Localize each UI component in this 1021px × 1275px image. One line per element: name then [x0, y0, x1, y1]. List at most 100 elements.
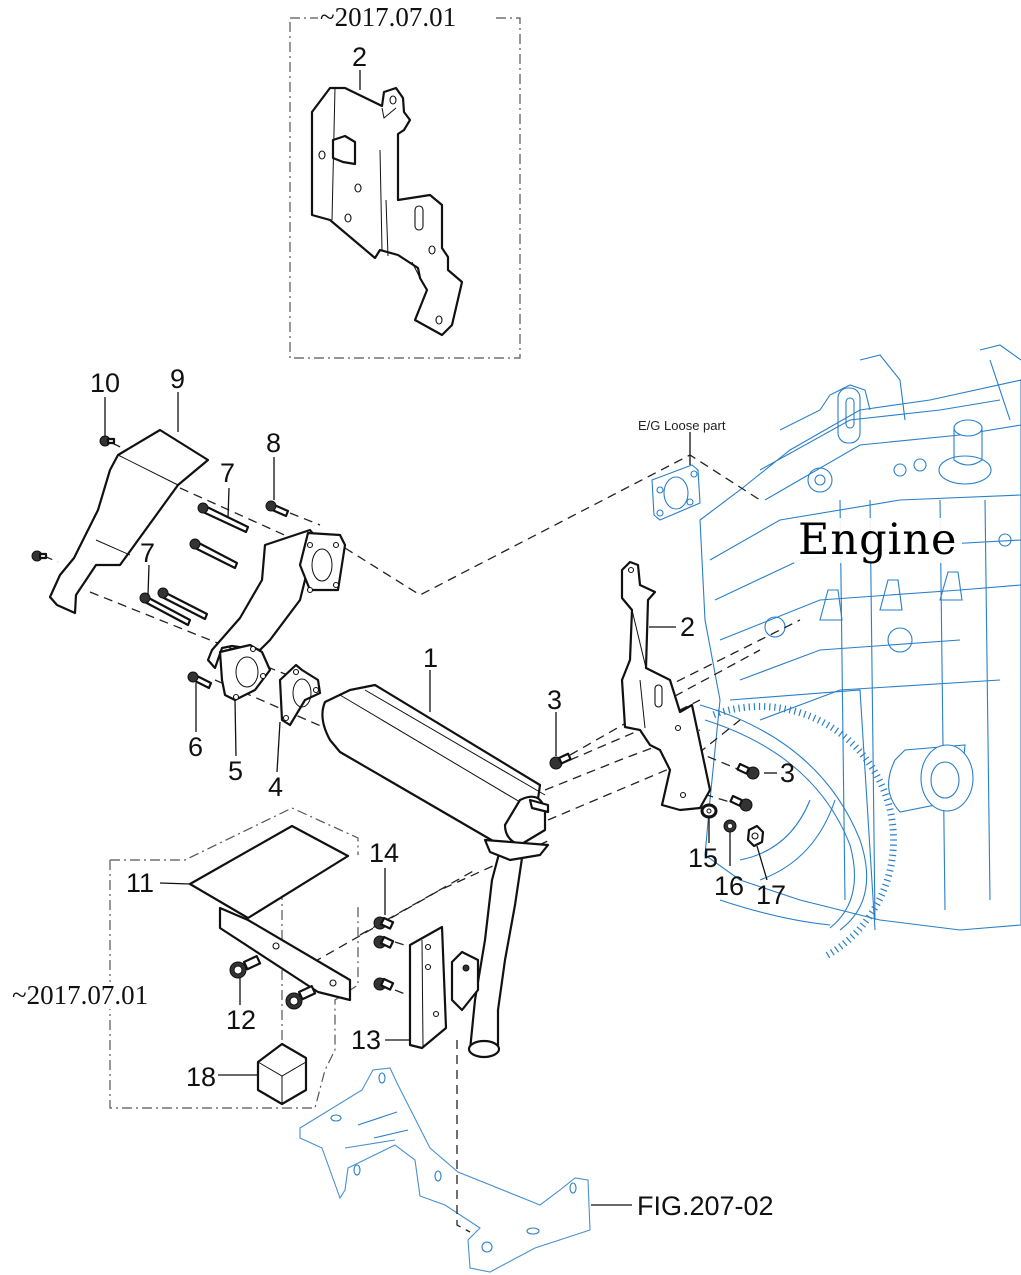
gear-tooth — [868, 910, 876, 916]
gasket-4[interactable] — [278, 663, 322, 727]
gear-tooth — [829, 948, 835, 956]
gear-tooth — [807, 712, 812, 720]
callout-12[interactable]: 12 — [226, 1005, 257, 1035]
callout-16[interactable]: 16 — [714, 871, 745, 901]
gear-tooth — [885, 873, 893, 877]
gear-tooth — [887, 813, 895, 816]
gear-tooth — [889, 823, 897, 826]
heat-shield-9[interactable] — [48, 428, 210, 615]
bolt-3-right[interactable] — [736, 762, 760, 780]
callout-6[interactable]: 6 — [188, 732, 204, 762]
gear-tooth — [885, 803, 893, 807]
inset-box-top — [289, 17, 521, 359]
bolt-10-lower[interactable] — [31, 550, 48, 562]
gear-tooth — [717, 709, 721, 717]
bolt-10[interactable] — [99, 435, 116, 447]
engine-gasket[interactable] — [651, 464, 701, 521]
bolt-14[interactable] — [373, 916, 395, 991]
gear-tooth — [878, 783, 886, 788]
bolt-12-lower[interactable] — [285, 984, 317, 1010]
gear-tooth — [783, 705, 787, 713]
bracket-13[interactable] — [408, 925, 480, 1050]
gear-tooth — [856, 748, 863, 754]
bolt-3-left[interactable] — [549, 752, 572, 770]
gear-tooth — [845, 737, 852, 744]
gear-tooth — [883, 798, 891, 802]
exhaust-pipe-5[interactable] — [206, 528, 347, 702]
callout-5[interactable]: 5 — [228, 756, 244, 786]
gear-tooth — [888, 859, 896, 862]
gear-tooth — [812, 714, 817, 722]
gear-tooth — [834, 946, 840, 953]
washer-15[interactable] — [700, 803, 718, 819]
bolt-3-lower[interactable] — [729, 794, 753, 812]
gear-tooth — [882, 883, 890, 887]
callout-9[interactable]: 9 — [170, 364, 186, 394]
gear-tooth — [888, 818, 896, 821]
loose-part-label: E/G Loose part — [638, 418, 726, 433]
callout-1[interactable]: 1 — [423, 643, 439, 673]
callout-8[interactable]: 8 — [266, 428, 282, 458]
gear-tooth — [743, 703, 746, 711]
gear-tooth — [793, 707, 797, 715]
gear-tooth — [880, 788, 888, 792]
gear-tooth — [803, 710, 807, 718]
bracket-2-main[interactable] — [620, 560, 712, 812]
gear-tooth — [821, 719, 826, 726]
bolt-12[interactable] — [229, 954, 262, 979]
callout-2-inset[interactable]: 2 — [352, 42, 368, 72]
muffler-1[interactable] — [321, 683, 550, 1059]
bolt-6[interactable] — [187, 671, 213, 690]
gear-tooth — [886, 869, 894, 872]
gear-tooth — [838, 730, 844, 737]
gear-tooth — [876, 897, 883, 902]
engine-illustration — [699, 344, 1021, 931]
gear-tooth — [886, 808, 894, 811]
figure-reference-link[interactable]: FIG.207-02 — [637, 1191, 774, 1221]
gear-tooth — [842, 940, 848, 947]
callout-13[interactable]: 13 — [351, 1025, 382, 1055]
bolt-7-lower[interactable] — [139, 587, 209, 627]
callout-17[interactable]: 17 — [756, 880, 787, 910]
callout-11[interactable]: 11 — [126, 868, 155, 898]
gear-tooth — [732, 705, 736, 713]
gear-tooth — [768, 703, 771, 711]
callout-10[interactable]: 10 — [90, 368, 121, 398]
bolt-7-upper[interactable] — [189, 502, 250, 570]
callout-14[interactable]: 14 — [369, 838, 400, 868]
rubber-block-18[interactable] — [256, 1042, 308, 1106]
gear-tooth — [722, 707, 726, 715]
gear-tooth — [748, 703, 751, 711]
callout-7-upper[interactable]: 7 — [220, 458, 236, 488]
cover-plate-11[interactable] — [188, 824, 352, 1002]
callout-3-left[interactable]: 3 — [547, 685, 563, 715]
gear-tooth — [873, 773, 881, 779]
date-note-left: ~2017.07.01 — [10, 980, 151, 1010]
gear-tooth — [859, 752, 866, 758]
callout-18[interactable]: 18 — [186, 1062, 217, 1092]
washer-16[interactable] — [723, 819, 737, 833]
callout-3-right[interactable]: 3 — [780, 758, 796, 788]
callout-2-main[interactable]: 2 — [680, 612, 696, 642]
gear-tooth — [712, 711, 717, 719]
nut-17[interactable] — [746, 824, 765, 848]
gear-tooth — [842, 733, 848, 740]
gear-tooth — [862, 918, 870, 924]
gear-tooth — [849, 933, 856, 940]
gear-tooth — [856, 926, 863, 932]
gear-tooth — [859, 922, 866, 928]
gear-tooth — [727, 706, 731, 714]
callout-4[interactable]: 4 — [268, 772, 284, 802]
gear-tooth — [873, 901, 881, 907]
gear-tooth — [853, 744, 859, 751]
callout-7-lower[interactable]: 7 — [140, 538, 156, 568]
date-note-top: ~2017.07.01 — [318, 2, 459, 32]
bracket-2-inset[interactable] — [310, 86, 464, 337]
gear-tooth — [829, 724, 835, 732]
gear-tooth — [865, 914, 873, 920]
gear-tooth — [773, 703, 776, 711]
gear-tooth — [887, 864, 895, 867]
gear-tooth — [889, 854, 897, 857]
bolt-8[interactable] — [265, 500, 290, 518]
callout-15[interactable]: 15 — [688, 843, 719, 873]
